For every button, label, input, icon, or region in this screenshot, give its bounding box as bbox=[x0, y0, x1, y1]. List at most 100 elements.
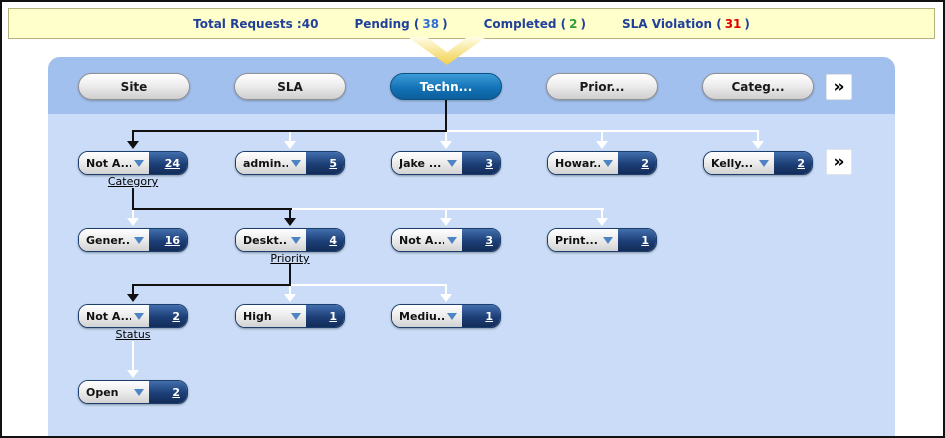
node-dropdown[interactable]: Kelly... bbox=[704, 152, 774, 174]
node-dropdown[interactable]: Gener... bbox=[79, 229, 149, 251]
node-dropdown[interactable]: admin... bbox=[236, 152, 306, 174]
node-count-link[interactable]: 1 bbox=[462, 305, 500, 327]
tree-node[interactable]: Print... 1 bbox=[547, 228, 657, 252]
row1-more-button[interactable]: » bbox=[826, 149, 852, 175]
tab-category-label: Categ... bbox=[731, 79, 785, 94]
arrow-down-icon bbox=[752, 141, 764, 149]
tree-node[interactable]: Not A... 2 bbox=[78, 304, 188, 328]
completed-stat: Completed (2) bbox=[484, 17, 586, 31]
node-count-link[interactable]: 3 bbox=[462, 152, 500, 174]
tree-node[interactable]: Howar... 2 bbox=[547, 151, 657, 175]
connector-line bbox=[132, 341, 134, 371]
arrow-down-icon bbox=[127, 141, 139, 149]
tab-site[interactable]: Site bbox=[78, 73, 190, 100]
node-dropdown[interactable]: Open bbox=[79, 381, 149, 403]
tab-priority[interactable]: Prior... bbox=[546, 73, 658, 100]
node-count-link[interactable]: 2 bbox=[149, 305, 187, 327]
tab-technician[interactable]: Techn... bbox=[390, 73, 502, 100]
node-label: admin... bbox=[243, 156, 288, 170]
tree-node[interactable]: Open 2 bbox=[78, 380, 188, 404]
connector-line bbox=[132, 132, 134, 142]
connector-line bbox=[132, 130, 447, 132]
node-label: Kelly... bbox=[711, 156, 754, 170]
node-count-link[interactable]: 2 bbox=[149, 381, 187, 403]
node-label: Deskt... bbox=[243, 233, 288, 247]
connector-line bbox=[445, 130, 759, 132]
arrow-down-icon bbox=[596, 141, 608, 149]
node-label: Gener... bbox=[86, 233, 131, 247]
connector-line bbox=[289, 210, 291, 219]
node-dropdown[interactable]: Print... bbox=[548, 229, 618, 251]
tabs-more-button[interactable]: » bbox=[826, 74, 852, 100]
chevron-down-icon bbox=[291, 159, 301, 167]
completed-label: Completed ( bbox=[483, 16, 567, 31]
arrow-down-icon bbox=[127, 294, 139, 302]
node-dropdown[interactable]: Jake ... bbox=[392, 152, 462, 174]
tab-priority-label: Prior... bbox=[579, 79, 625, 94]
node-label: Open bbox=[86, 385, 119, 399]
node-dropdown[interactable]: Not A... bbox=[79, 152, 149, 174]
node-count-link[interactable]: 4 bbox=[306, 229, 344, 251]
connector-line bbox=[132, 210, 134, 219]
chevron-down-icon bbox=[134, 236, 144, 244]
double-chevron-right-icon: » bbox=[833, 76, 845, 97]
connector-line bbox=[132, 208, 292, 210]
connector-line bbox=[132, 286, 134, 295]
total-requests-label: Total Requests :40 bbox=[193, 16, 319, 31]
node-dropdown[interactable]: Mediu... bbox=[392, 305, 462, 327]
node-dropdown[interactable]: Not A... bbox=[79, 305, 149, 327]
node-label: Not A... bbox=[399, 233, 444, 247]
node-count-link[interactable]: 1 bbox=[618, 229, 656, 251]
chevron-down-icon bbox=[291, 236, 301, 244]
tree-node[interactable]: Gener... 16 bbox=[78, 228, 188, 252]
node-count-link[interactable]: 2 bbox=[774, 152, 812, 174]
chevron-down-icon bbox=[447, 159, 457, 167]
tree-node[interactable]: High 1 bbox=[235, 304, 345, 328]
connector-line bbox=[445, 100, 447, 133]
tab-site-label: Site bbox=[120, 79, 148, 94]
summary-banner: Total Requests :40 Pending (38) Complete… bbox=[8, 8, 935, 39]
tree-node[interactable]: Deskt... 4 bbox=[235, 228, 345, 252]
node-count-link[interactable]: 24 bbox=[149, 152, 187, 174]
tree-node[interactable]: Mediu... 1 bbox=[391, 304, 501, 328]
tab-category[interactable]: Categ... bbox=[702, 73, 814, 100]
tree-node[interactable]: Not A... 24 bbox=[78, 151, 188, 175]
chevron-down-icon bbox=[759, 159, 769, 167]
tree-node[interactable]: Jake ... 3 bbox=[391, 151, 501, 175]
axis-label-priority[interactable]: Priority bbox=[270, 252, 310, 265]
pending-value: 38 bbox=[422, 16, 440, 31]
tab-sla[interactable]: SLA bbox=[234, 73, 346, 100]
axis-label-status[interactable]: Status bbox=[115, 328, 151, 341]
connector-line bbox=[289, 286, 291, 295]
connector-line bbox=[757, 132, 759, 141]
pending-label: Pending ( bbox=[354, 16, 420, 31]
node-label: Jake ... bbox=[399, 156, 442, 170]
node-dropdown[interactable]: Not A... bbox=[392, 229, 462, 251]
tree-node[interactable]: admin... 5 bbox=[235, 151, 345, 175]
chevron-down-icon bbox=[134, 388, 144, 396]
node-count-link[interactable]: 5 bbox=[306, 152, 344, 174]
node-count-link[interactable]: 1 bbox=[306, 305, 344, 327]
arrow-down-icon bbox=[284, 218, 296, 226]
node-label: Not A... bbox=[86, 156, 131, 170]
node-label: High bbox=[243, 309, 272, 323]
connector-line bbox=[445, 132, 447, 141]
double-chevron-right-icon: » bbox=[833, 151, 845, 172]
tree-node[interactable]: Kelly... 2 bbox=[703, 151, 813, 175]
node-dropdown[interactable]: High bbox=[236, 305, 306, 327]
axis-label-category[interactable]: Category bbox=[107, 175, 159, 188]
node-dropdown[interactable]: Howar... bbox=[548, 152, 618, 174]
chevron-down-icon bbox=[447, 312, 457, 320]
node-count-link[interactable]: 16 bbox=[149, 229, 187, 251]
connector-line bbox=[132, 188, 134, 210]
sla-violation-close: ) bbox=[744, 16, 750, 31]
node-count-link[interactable]: 2 bbox=[618, 152, 656, 174]
sla-violation-stat: SLA Violation (31) bbox=[622, 17, 750, 31]
sla-violation-value: 31 bbox=[724, 16, 742, 31]
tree-node[interactable]: Not A... 3 bbox=[391, 228, 501, 252]
chevron-down-icon bbox=[603, 236, 613, 244]
node-dropdown[interactable]: Deskt... bbox=[236, 229, 306, 251]
node-count-link[interactable]: 3 bbox=[462, 229, 500, 251]
node-label: Not A... bbox=[86, 309, 131, 323]
